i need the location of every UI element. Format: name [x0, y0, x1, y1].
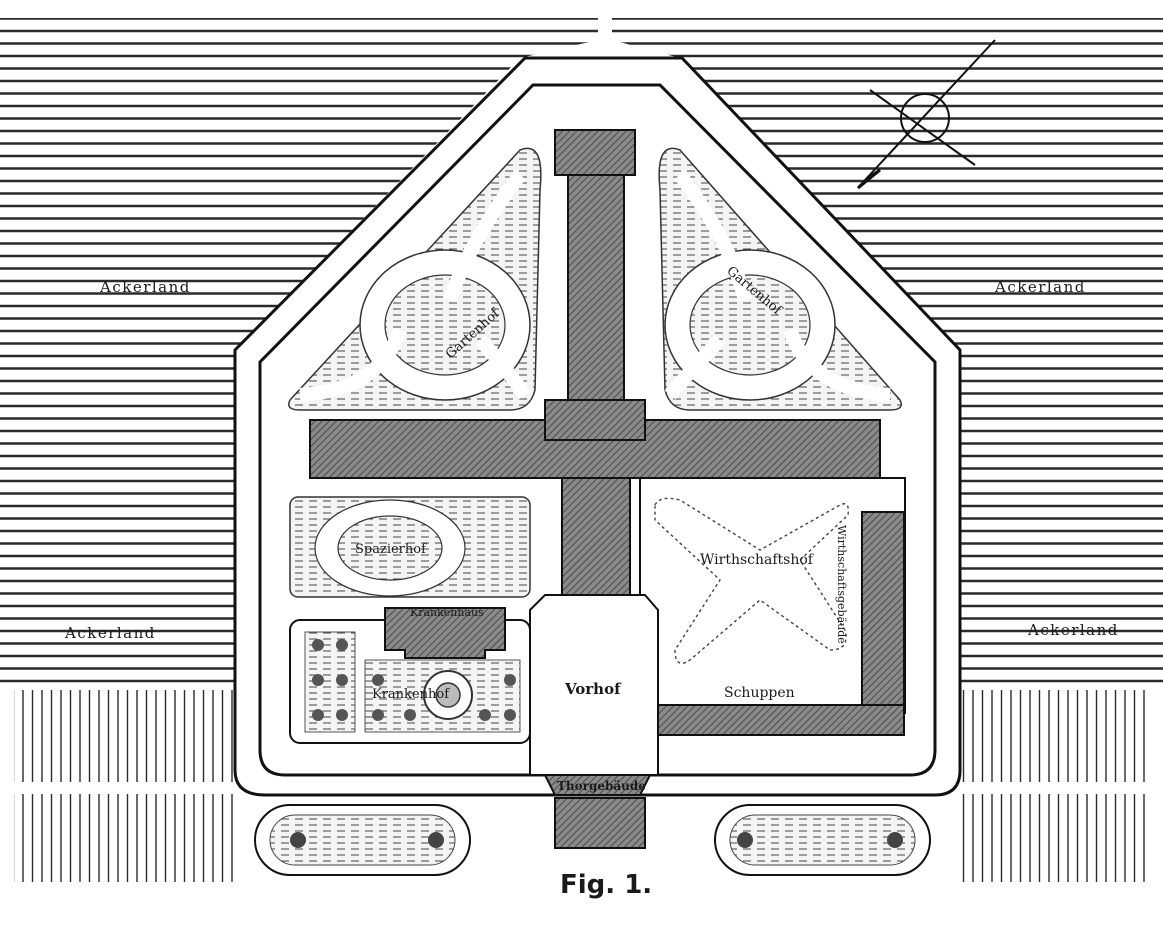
label-ackerland-mid-left: Ackerland: [64, 624, 156, 642]
label-spazierhof: Spazierhof: [355, 542, 427, 557]
label-schuppen: Schuppen: [724, 685, 795, 701]
label-krankenhaus: Krankenhaus: [410, 606, 484, 619]
label-wirthschaftshof: Wirthschaftshof: [700, 552, 815, 568]
farmland-fields: [0, 18, 1163, 882]
label-ackerland-top-right: Ackerland: [994, 278, 1086, 296]
spazierhof-yard: [289, 496, 531, 598]
lower-garden-right: [714, 804, 931, 876]
garden-left: [288, 147, 542, 411]
figure-caption: Fig. 1.: [560, 870, 652, 900]
label-ackerland-mid-right: Ackerland: [1027, 621, 1119, 639]
label-ackerland-top-left: Ackerland: [99, 278, 191, 296]
gatehouse-court: [543, 774, 652, 796]
label-krankenhof: Krankenhof: [372, 687, 450, 702]
lower-garden-left: [254, 804, 471, 876]
label-wirthschaftsgebaeude: Wirthschaftsgebäude: [835, 525, 848, 644]
north-arrow-icon: [856, 168, 881, 190]
vorhof-court: [529, 594, 659, 776]
label-thorgebaeude: Thorgebäude: [557, 779, 646, 793]
compass-rose-icon: [864, 39, 996, 181]
wirthschaftshof-yard: [639, 477, 906, 714]
label-vorhof: Vorhof: [564, 680, 622, 698]
main-building: [309, 129, 905, 849]
garden-right: [658, 147, 902, 411]
